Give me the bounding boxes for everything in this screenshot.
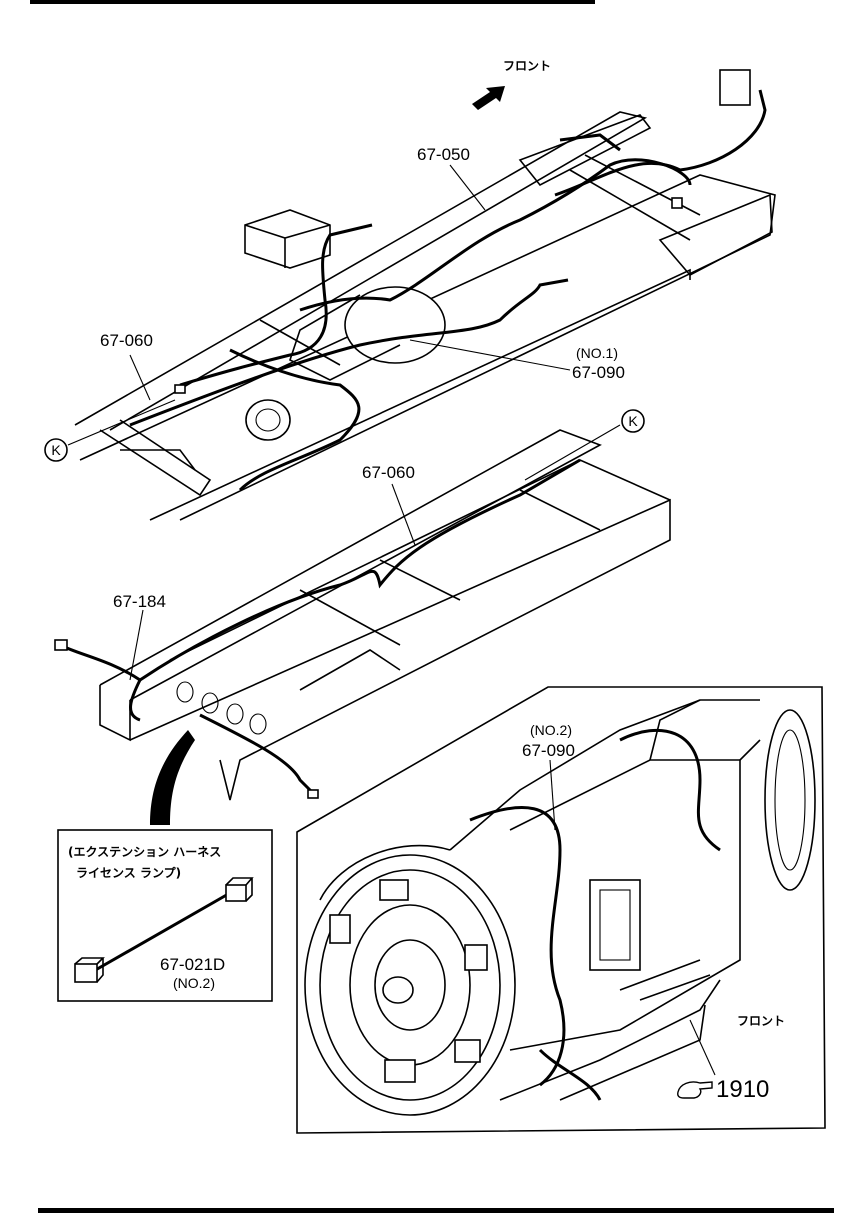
svg-text:K: K — [51, 442, 61, 458]
harness-upper — [129, 69, 767, 492]
k-marker-left: K — [44, 438, 68, 462]
harness-lower — [54, 458, 581, 799]
inset-title-line1: (エクステンション ハーネス — [68, 845, 221, 859]
ref-pointer: 1910 — [677, 1076, 769, 1103]
upper-chassis-frame — [74, 111, 776, 521]
front-label-bottom: フロント — [737, 1014, 785, 1028]
k-marker-right: K — [621, 409, 645, 433]
part-label-67-060-lower: 67-060 — [362, 463, 415, 482]
part-label-67-090-no2: 67-090 — [522, 741, 575, 760]
part-label-67-090-no1: 67-090 — [572, 363, 625, 382]
part-label-67-184: 67-184 — [113, 592, 166, 611]
hand-pointer-icon — [677, 1081, 713, 1099]
inset-title-line2: ライセンス ランプ) — [76, 865, 181, 880]
part-label-67-021d: 67-021D — [160, 955, 225, 974]
svg-text:K: K — [628, 413, 638, 429]
ref-page-number: 1910 — [716, 1076, 769, 1103]
transmission-box — [296, 686, 826, 1134]
part-label-67-050: 67-050 — [417, 145, 470, 164]
bottom-rule — [38, 1208, 834, 1213]
part-label-67-090-no1-qualifier: (NO.1) — [576, 345, 618, 361]
inset-box — [57, 829, 273, 1002]
front-label-top: フロント — [503, 59, 551, 73]
leader-lines — [129, 164, 716, 1076]
top-rule — [30, 0, 595, 4]
part-label-67-021d-qualifier: (NO.2) — [173, 975, 215, 991]
callout-arrow — [150, 730, 195, 825]
part-label-67-090-no2-qualifier: (NO.2) — [530, 722, 572, 738]
front-arrow-icon — [472, 86, 505, 110]
part-label-67-060-upper: 67-060 — [100, 331, 153, 350]
